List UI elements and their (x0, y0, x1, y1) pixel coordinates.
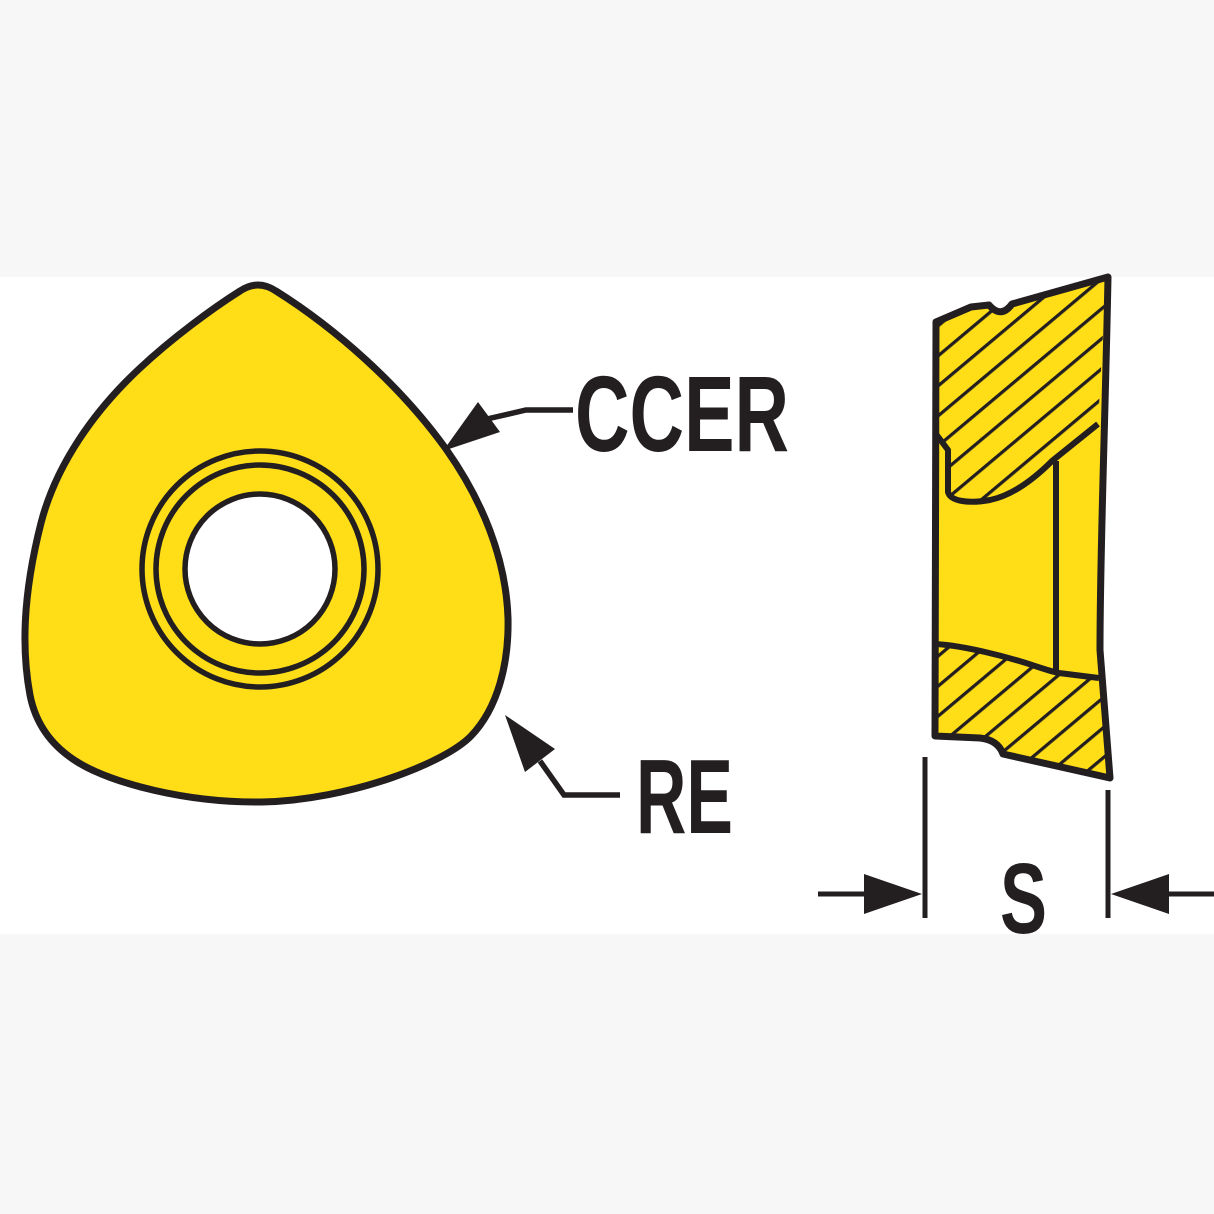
mounting-hole (182, 491, 338, 647)
section-hatch-bottom (935, 645, 1110, 778)
bore-countersink-bottom-line (935, 641, 1100, 681)
section-hatch-top (936, 280, 1106, 502)
bore-countersink-top-line (933, 421, 1100, 505)
bottom-margin-band (0, 934, 1214, 1214)
ccer-leader-line (486, 407, 573, 422)
hole-ring-inner (153, 462, 367, 676)
hole-ring-outer (139, 448, 381, 690)
dimension-arrowhead-right-icon (1111, 874, 1169, 914)
ccer-arrowhead-icon (443, 402, 500, 451)
side-view-outline (931, 273, 1114, 782)
top-margin-band (0, 0, 1214, 277)
re-arrowhead-icon (505, 715, 555, 772)
re-callout: RE (505, 715, 733, 856)
re-leader-line (537, 759, 620, 798)
insert-side-view (931, 273, 1114, 782)
re-label: RE (636, 738, 733, 856)
ccer-label: CCER (575, 353, 789, 474)
dimension-arrowhead-left-icon (864, 874, 922, 914)
ccer-callout: CCER (443, 353, 789, 474)
insert-top-view (21, 281, 512, 806)
s-label: S (1000, 843, 1047, 955)
thickness-dimension: S (818, 757, 1214, 955)
